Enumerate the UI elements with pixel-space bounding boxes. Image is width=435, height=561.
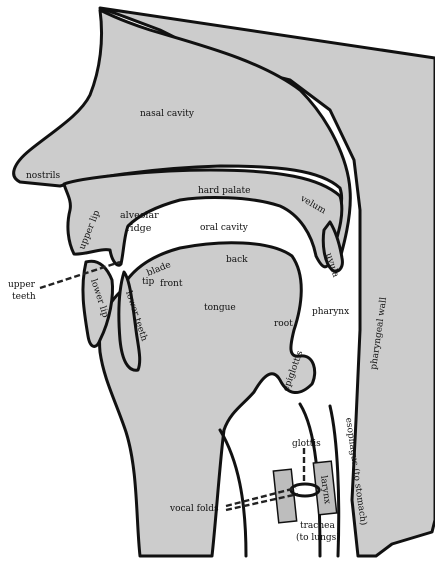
- label-root: root: [274, 319, 293, 329]
- label-pharynx: pharynx: [312, 307, 349, 317]
- label-glottis: glottis: [292, 439, 321, 449]
- label-oral-cavity: oral cavity: [200, 223, 249, 233]
- label-teeth: teeth: [12, 292, 36, 302]
- label-upper: upper: [8, 280, 36, 290]
- vocal-folds-ring: [291, 484, 319, 496]
- label-hard-palate: hard palate: [198, 186, 250, 196]
- label-trachea: trachea: [300, 521, 335, 531]
- trachea-outline-front: [220, 430, 246, 556]
- label-vocal-folds: vocal folds: [169, 504, 219, 514]
- label-alveolar: alveolar: [120, 210, 159, 221]
- label-front: front: [160, 279, 183, 289]
- label-tip: tip: [142, 277, 154, 287]
- label-back: back: [226, 255, 248, 265]
- label-tongue: tongue: [204, 303, 236, 313]
- label-to-lungs: (to lungs): [296, 532, 340, 543]
- label-nasal-cavity: nasal cavity: [140, 109, 195, 119]
- label-nostrils: nostrils: [26, 171, 61, 181]
- label-ridge: ridge: [126, 223, 152, 234]
